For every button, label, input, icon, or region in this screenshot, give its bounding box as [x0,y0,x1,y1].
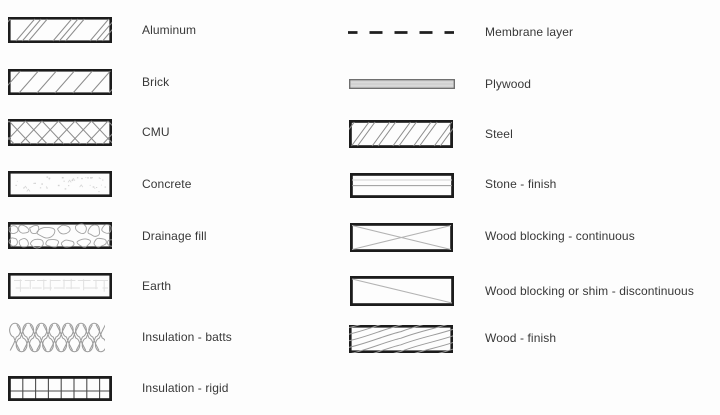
stone-finish-swatch [350,173,454,198]
plywood-bar-swatch [349,79,455,89]
legend-label-drainage-fill: Drainage fill [142,229,207,243]
legend-label-steel: Steel [485,127,513,141]
insulation-rigid-swatch [8,376,112,401]
legend-label-aluminum: Aluminum [142,23,197,37]
legend-label-wood-finish: Wood - finish [485,331,557,345]
legend-label-cmu: CMU [142,125,170,139]
wood-grain-swatch [349,325,453,353]
legend-label-concrete: Concrete [142,177,192,191]
earth-hatch-swatch [8,273,112,299]
legend-label-plywood: Plywood [485,77,532,91]
legend-label-brick: Brick [142,75,170,89]
legend-label-insulation-rigid: Insulation - rigid [142,381,229,395]
insulation-batts-swatch [9,322,105,353]
aluminum-hatch-swatch [8,17,112,43]
cmu-crosshatch-swatch [8,119,112,146]
legend-label-membrane-layer: Membrane layer [485,25,574,39]
legend-label-wood-blocking-continuous: Wood blocking - continuous [485,229,635,243]
wood-blocking-continuous-swatch [350,223,453,252]
steel-hatch-swatch [349,120,453,148]
legend-label-insulation-batts: Insulation - batts [142,330,232,344]
brick-hatch-swatch [8,69,112,95]
legend-label-earth: Earth [142,279,172,293]
membrane-dashed-line-swatch [348,31,455,34]
legend-label-stone-finish: Stone - finish [485,177,557,191]
drainage-stones-swatch [8,222,112,249]
concrete-stipple-swatch [8,171,112,197]
wood-blocking-shim-swatch [350,276,454,306]
legend-label-wood-blocking-shim: Wood blocking or shim - discontinuous [485,284,694,298]
